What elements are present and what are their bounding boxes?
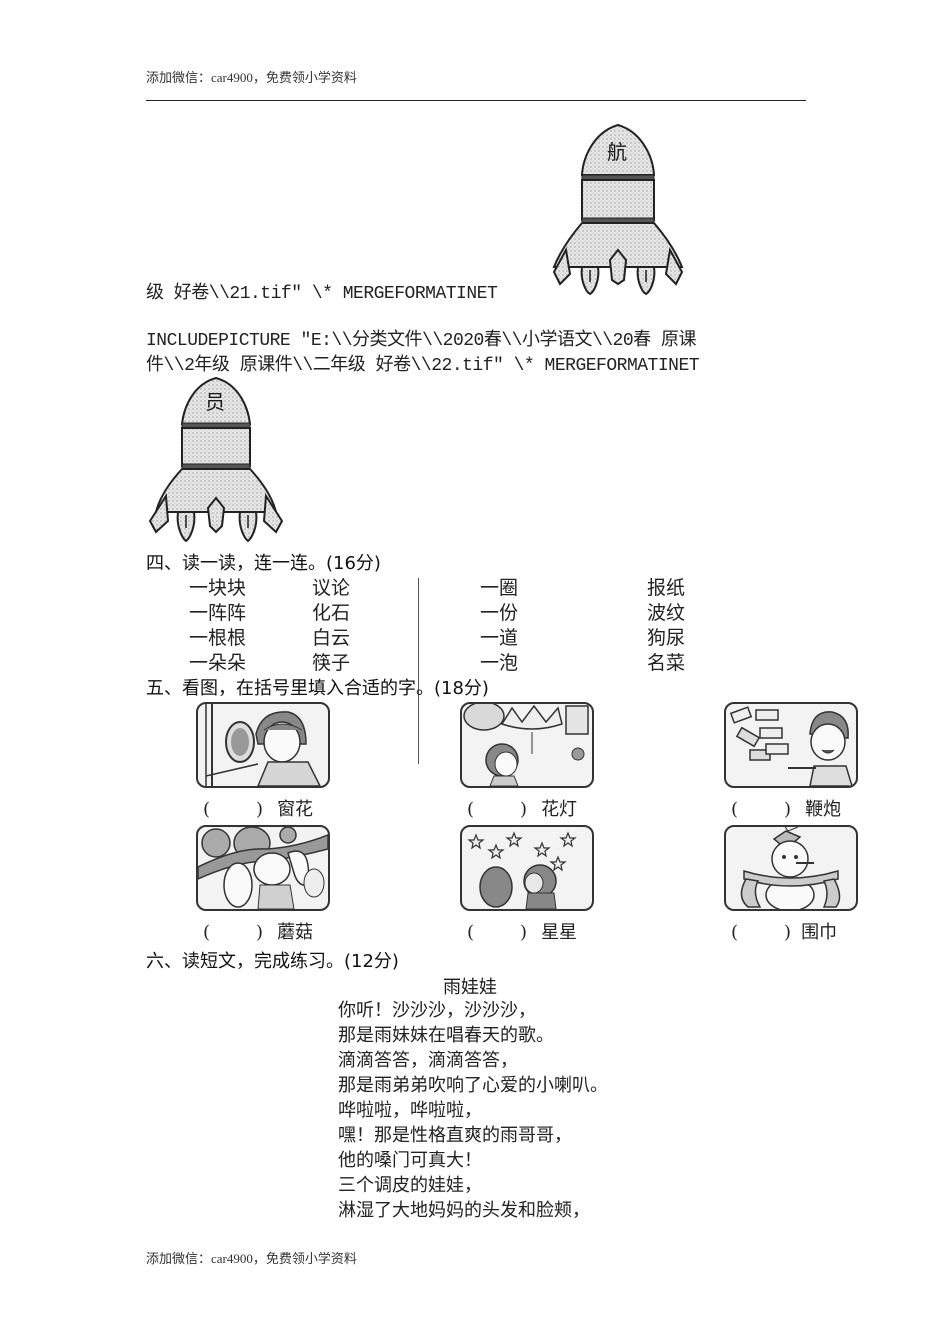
poem-line-5: 哗啦啦，哗啦啦， — [338, 1100, 482, 1121]
match-right-b-3: 狗尿 — [647, 627, 686, 649]
picture-stars — [460, 825, 594, 911]
blank-open-paren: ( — [203, 799, 211, 820]
blank-close-paren: ) — [256, 799, 264, 820]
picture-firecrackers — [724, 702, 858, 788]
match-right-a-3: 一道 — [480, 627, 519, 649]
snowman-scarf-illustration — [740, 827, 841, 909]
rocket-illustration-1: 航 — [546, 122, 690, 300]
blank-close-paren: ) — [520, 799, 528, 820]
blank-open-paren: ( — [203, 922, 211, 943]
picture-window-flower — [196, 702, 330, 788]
blank-word: 花灯 — [541, 799, 578, 820]
boy-firecrackers-illustration — [729, 706, 853, 786]
rocket-char-2: 员 — [205, 390, 225, 414]
rabbit-mushroom-illustration — [198, 827, 328, 909]
poem-title: 雨娃娃 — [443, 977, 497, 998]
blank-close-paren: ) — [256, 922, 264, 943]
blank-word: 围巾 — [801, 922, 838, 943]
section-5-title: 五、看图，在括号里填入合适的字。(18分) — [146, 678, 489, 699]
poem-line-3: 滴滴答答，滴滴答答， — [338, 1050, 518, 1071]
blank-open-paren: ( — [467, 922, 475, 943]
blank-close-paren: ) — [784, 922, 792, 943]
blank-close-paren: ) — [784, 799, 792, 820]
blank-word: 星星 — [541, 922, 578, 943]
fill-blank-1: () 窗花 — [203, 795, 313, 821]
section-4-title: 四、读一读，连一连。(16分) — [146, 553, 381, 574]
picture-mushroom — [196, 825, 330, 911]
header-note: 添加微信：car4900，免费领小学资料 — [146, 70, 357, 85]
section-6-title: 六、读短文，完成练习。(12分) — [146, 951, 399, 972]
poem-line-7: 他的嗓门可真大！ — [338, 1150, 482, 1171]
rocket-icon — [552, 123, 684, 296]
match-right-b-2: 波纹 — [647, 602, 686, 624]
poem-line-2: 那是雨妹妹在唱春天的歌。 — [338, 1025, 554, 1046]
field-code-line-1: 级 好卷\\21.tif" \* MERGEFORMATINET — [146, 284, 498, 304]
picture-scarf — [724, 825, 858, 911]
field-code-line-2: INCLUDEPICTURE "E:\\分类文件\\2020春\\小学语文\\2… — [146, 331, 696, 351]
match-right-a-4: 一泡 — [480, 652, 519, 674]
match-left-a-3: 一根根 — [189, 627, 247, 649]
match-left-b-4: 筷子 — [312, 652, 351, 674]
match-left-b-2: 化石 — [312, 602, 351, 624]
rocket-char-1: 航 — [607, 140, 627, 164]
match-right-b-1: 报纸 — [647, 577, 686, 599]
blank-open-paren: ( — [467, 799, 475, 820]
match-left-a-4: 一朵朵 — [189, 652, 247, 674]
fill-blank-6: () 围巾 — [731, 918, 837, 944]
fill-blank-3: () 鞭炮 — [731, 795, 841, 821]
blank-word: 蘑菇 — [277, 922, 314, 943]
poem-line-4: 那是雨弟弟吹响了心爱的小喇叭。 — [338, 1075, 608, 1096]
match-right-b-4: 名菜 — [647, 652, 686, 674]
monkeys-stars-illustration — [467, 831, 577, 909]
girl-paper-cut-illustration — [205, 704, 321, 786]
match-right-a-2: 一份 — [480, 602, 519, 624]
field-code-line-3: 件\\2年级 原课件\\二年级 好卷\\22.tif" \* MERGEFORM… — [146, 356, 700, 376]
fill-blank-4: () 蘑菇 — [203, 918, 313, 944]
poem-line-6: 嘿！那是性格直爽的雨哥哥， — [338, 1125, 572, 1146]
blank-word: 鞭炮 — [805, 799, 842, 820]
blank-word: 窗花 — [277, 799, 314, 820]
footer-note: 添加微信：car4900，免费领小学资料 — [146, 1251, 357, 1266]
match-left-a-1: 一块块 — [189, 577, 247, 599]
match-right-a-1: 一圈 — [480, 577, 519, 599]
fill-blank-2: () 花灯 — [467, 795, 577, 821]
match-left-a-2: 一阵阵 — [189, 602, 247, 624]
picture-lanterns — [460, 702, 594, 788]
blank-open-paren: ( — [731, 922, 739, 943]
blank-open-paren: ( — [731, 799, 739, 820]
match-left-b-1: 议论 — [312, 577, 351, 599]
column-divider — [418, 578, 419, 764]
rocket-icon — [148, 376, 284, 543]
match-left-b-3: 白云 — [312, 627, 351, 649]
girl-lanterns-illustration — [463, 704, 589, 786]
poem-line-9: 淋湿了大地妈妈的头发和脸颊， — [338, 1200, 590, 1221]
poem-line-8: 三个调皮的娃娃， — [338, 1175, 482, 1196]
poem-line-1: 你听！沙沙沙，沙沙沙， — [338, 1000, 536, 1021]
header-divider — [146, 100, 806, 101]
fill-blank-5: () 星星 — [467, 918, 577, 944]
rocket-illustration-2: 员 — [144, 376, 288, 546]
blank-close-paren: ) — [520, 922, 528, 943]
